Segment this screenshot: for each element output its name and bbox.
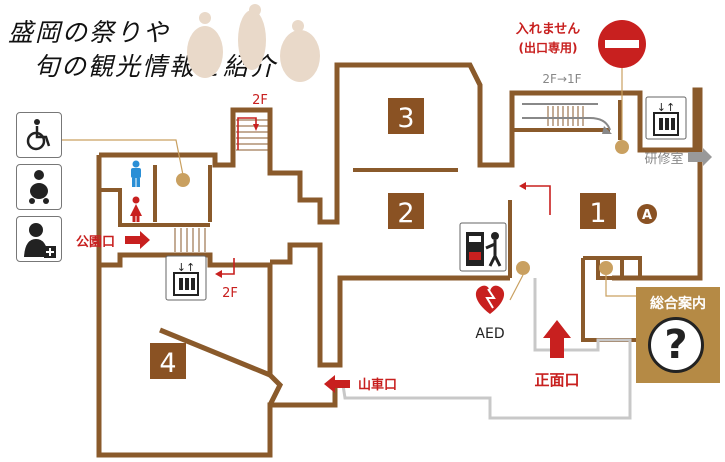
room-3-box: [388, 98, 424, 134]
arrowhead-icon: [215, 270, 222, 278]
festival-dancer-silhouette: [187, 4, 320, 82]
title-line-1: 盛岡の祭りや: [8, 18, 171, 47]
kenshu-label: 研修室: [644, 151, 683, 167]
leader-lines: [62, 68, 636, 301]
escalator-label: 2F→1F: [542, 72, 581, 86]
park-entrance-arrow-icon: [125, 231, 150, 249]
location-dots: [176, 140, 629, 275]
room-1-label: 1: [589, 198, 606, 229]
aed-heart-icon: [475, 285, 505, 314]
escalator: [547, 106, 584, 126]
room-2-box: [388, 193, 424, 229]
marker-a-circle: [637, 204, 657, 224]
svg-text:↓↑: ↓↑: [657, 101, 675, 114]
male-restroom-icon: [131, 160, 141, 187]
elevator-icon: ↓↑: [645, 96, 687, 140]
walkway-outline: [341, 278, 632, 420]
question-mark-icon: ?: [648, 317, 704, 373]
escalator-arrowhead: [602, 126, 612, 134]
stairs-down-label: 2F: [222, 286, 238, 301]
stairs-route-arrows: [222, 117, 551, 275]
escalator-down-arrow: [522, 103, 611, 131]
park-entrance-label: 公園口: [76, 234, 115, 250]
elevator-icon: ↓↑: [165, 255, 207, 301]
yama-entrance-label: 山車口: [358, 377, 397, 393]
arrowhead-icon: [519, 182, 526, 190]
baby-changing-icon: [16, 164, 62, 210]
info-desk-label: 総合案内: [650, 296, 706, 312]
marker-a-label: A: [642, 208, 652, 223]
kenshu-arrow-icon: [688, 148, 712, 166]
yama-entrance-arrow-icon: [324, 375, 350, 393]
wheelchair-icon: [16, 112, 62, 158]
room-1-box: [580, 193, 616, 229]
stairs-up-label: 2F: [252, 93, 268, 108]
room-2-label: 2: [397, 198, 414, 229]
title-line-2: 旬の観光情報を紹介: [34, 52, 278, 81]
exit-only-text: (出口専用): [519, 40, 578, 55]
main-entrance-arrow-icon: [543, 320, 571, 358]
svg-text:↓↑: ↓↑: [177, 261, 195, 274]
main-entrance-label: 正面口: [534, 371, 579, 389]
room-4-box: [150, 343, 186, 379]
information-desk: 総合案内 ?: [636, 287, 720, 383]
room-3-label: 3: [397, 103, 414, 134]
arrowhead-icon: [253, 124, 259, 131]
no-entry-text: 入れません: [516, 22, 581, 37]
ticket-machine-icon: [459, 222, 507, 272]
walls: [96, 62, 703, 458]
stairs: [174, 119, 268, 252]
map-title: 盛岡の祭りや 旬の観光情報を紹介: [8, 16, 277, 84]
first-aid-room-icon: [16, 216, 62, 262]
room-4-label: 4: [159, 348, 176, 379]
aed-label: AED: [475, 326, 504, 342]
female-restroom-icon: [130, 196, 142, 222]
room-markers: 3 2 1 4: [150, 98, 616, 379]
